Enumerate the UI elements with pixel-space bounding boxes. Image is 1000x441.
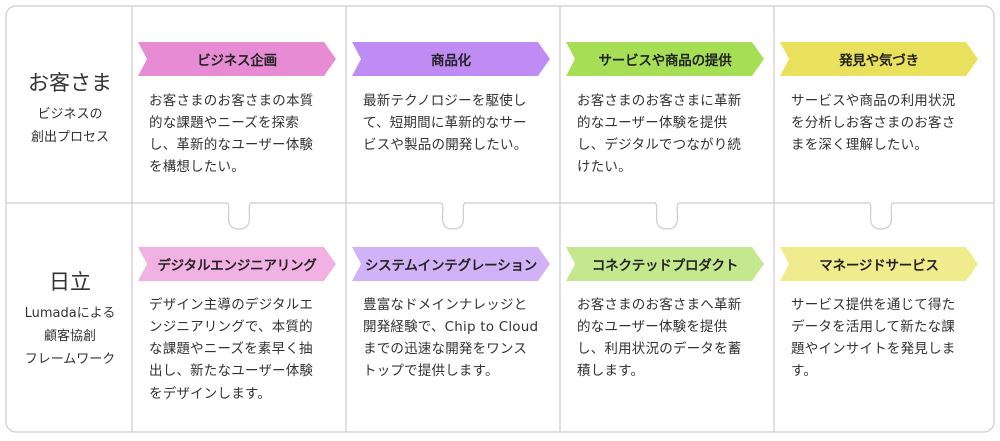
row-subtitle-hitachi: Lumadaによる 顧客協創 フレームワーク	[24, 306, 116, 367]
banner-managed-service: マネージドサービス	[780, 247, 978, 281]
banner-service-delivery: サービスや商品の提供	[566, 42, 764, 76]
banner-productization: 商品化	[352, 42, 550, 76]
desc-digital-engineering: デザイン主導のデジタルエンジニアリングで、本質的な課題やニーズを素早く抽出し、新…	[149, 297, 314, 402]
row-title-customer: お客さま	[28, 71, 112, 96]
desc-connected-product: お客さまのお客さまへ革新的なユーザー体験を提供し、利用状況のデータを蓄積します。	[577, 297, 742, 380]
banner-connected-product: コネクテッドプロダクト	[566, 247, 764, 281]
row-subtitle-customer: ビジネスの 創出プロセス	[30, 107, 109, 146]
banner-digital-engineering: デジタルエンジニアリング	[138, 247, 336, 281]
banner-business-planning: ビジネス企画	[138, 42, 336, 76]
desc-discovery: サービスや商品の利用状況を分析しお客さまのお客さまを深く理解したい。	[791, 93, 956, 154]
row-title-hitachi: 日立	[49, 269, 91, 294]
desc-managed-service: サービス提供を通じて得たデータを活用して新たな課題やインサイトを発見します。	[791, 297, 956, 380]
row-label-hitachi: 日立 Lumadaによる 顧客協創 フレームワーク	[10, 225, 130, 415]
desc-system-integration: 豊富なドメインナレッジと開発経験で、Chip to Cloud までの迅速な開発…	[363, 297, 539, 380]
desc-productization: 最新テクノロジーを駆使して、短期間に革新的なサービスや製品の開発したい。	[363, 93, 528, 154]
banner-discovery: 発見や気づき	[780, 42, 978, 76]
desc-service-delivery: お客さまのお客さまに革新的なユーザー体験を提供し、デジタルでつながり続けたい。	[577, 93, 742, 176]
row-label-customer: お客さま ビジネスの 創出プロセス	[10, 20, 130, 200]
desc-business-planning: お客さまのお客さまの本質的な課題やニーズを探索し、革新的なユーザー体験を構想した…	[149, 93, 314, 176]
banner-system-integration: システムインテグレーション	[352, 247, 550, 281]
